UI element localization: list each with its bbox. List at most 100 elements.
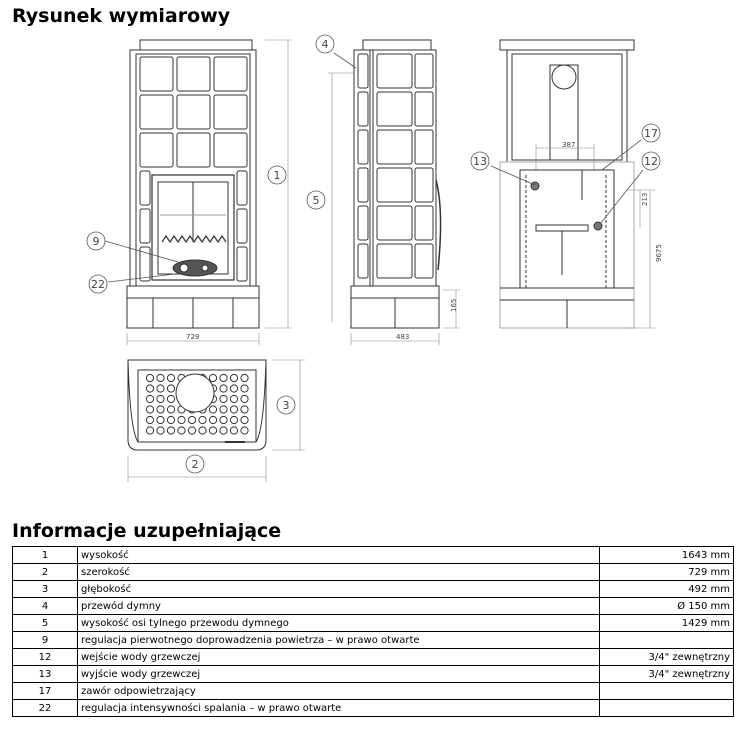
- callout-1-circle: [267, 165, 287, 185]
- tile: [414, 205, 434, 241]
- grate-dot: [156, 405, 165, 414]
- tile: [236, 170, 248, 206]
- callout-12: 12: [644, 155, 658, 168]
- callout-4: 4: [322, 38, 329, 51]
- grate-dot: [145, 426, 155, 435]
- tile: [176, 132, 211, 168]
- tile: [139, 170, 151, 206]
- grate-dot: [166, 384, 176, 393]
- grate-dot: [229, 426, 239, 435]
- tile: [176, 56, 211, 92]
- front-view: 729: [104, 39, 292, 345]
- row-label: wysokość: [76, 546, 601, 564]
- grate-dot: [219, 426, 228, 435]
- front-tiles: [139, 56, 248, 282]
- row-value: 3/4" zewnętrzny: [599, 648, 734, 666]
- dim-depth: 483: [396, 333, 409, 341]
- grate-dot: [177, 426, 186, 435]
- grate-dot: [145, 415, 155, 425]
- tile: [213, 132, 248, 168]
- side-tiles: [357, 53, 434, 279]
- callout-22: 22: [91, 278, 105, 291]
- callout-13-circle: [470, 151, 490, 171]
- dim-pipe-spacing: 387: [562, 141, 575, 149]
- tile: [357, 243, 369, 279]
- grate-dot: [145, 384, 155, 393]
- row-number: 13: [12, 665, 78, 683]
- callout-5: 5: [313, 194, 320, 207]
- callout-22-circle: [88, 274, 108, 294]
- side-view: 483 165: [328, 39, 460, 345]
- drawing-heading: Rysunek wymiarowy: [12, 5, 231, 27]
- row-label: wyjście wody grzewczej: [76, 665, 601, 683]
- row-number: 3: [12, 580, 78, 598]
- callout-17: 17: [644, 127, 658, 140]
- row-value: 3/4" zewnętrzny: [599, 665, 734, 683]
- grate-dot: [219, 373, 228, 383]
- tile: [213, 94, 248, 130]
- row-number: 17: [12, 682, 78, 700]
- tile: [236, 246, 248, 282]
- callout-3-circle: [276, 395, 296, 415]
- grate-dot: [229, 384, 239, 393]
- tile: [376, 53, 413, 89]
- grate-dot: [208, 426, 218, 435]
- row-value: 729 mm: [599, 563, 734, 581]
- dim-right-height: 9675: [655, 244, 663, 262]
- callout-13: 13: [473, 155, 487, 168]
- tile: [213, 56, 248, 92]
- grate-dot: [240, 373, 249, 383]
- tile: [414, 53, 434, 89]
- tile: [376, 129, 413, 165]
- callout-2: 2: [192, 458, 199, 471]
- callout-labels: 1 2 3 4 5 9 12 13 17 22: [91, 38, 658, 471]
- tile: [376, 91, 413, 127]
- tile: [139, 132, 174, 168]
- row-label: przewód dymny: [76, 597, 601, 615]
- tile: [357, 91, 369, 127]
- tile: [357, 167, 369, 203]
- tile: [139, 56, 174, 92]
- tile: [176, 94, 211, 130]
- grate-dot: [187, 426, 197, 435]
- row-number: 1: [12, 546, 78, 564]
- grate-dot: [219, 415, 228, 425]
- row-label: regulacja intensywności spalania – w pra…: [76, 699, 601, 717]
- tile: [414, 91, 434, 127]
- row-value: Ø 150 mm: [599, 597, 734, 615]
- tile: [139, 94, 174, 130]
- dim-width: 729: [186, 333, 199, 341]
- grate-dot: [208, 373, 218, 383]
- grate-dot: [145, 394, 155, 404]
- grate-dot: [156, 384, 165, 393]
- row-number: 22: [12, 699, 78, 717]
- callout-9: 9: [93, 235, 100, 248]
- row-number: 2: [12, 563, 78, 581]
- row-value: [599, 699, 734, 717]
- grate-dot: [240, 394, 249, 404]
- row-label: głębokość: [76, 580, 601, 598]
- grate-dot: [198, 426, 207, 435]
- dimensional-drawing: 729 483 165: [86, 34, 663, 482]
- grate-dot: [219, 394, 228, 404]
- row-value: 1429 mm: [599, 614, 734, 632]
- tile: [376, 243, 413, 279]
- row-value: [599, 682, 734, 700]
- row-label: zawór odpowietrzający: [76, 682, 601, 700]
- tile: [139, 208, 151, 244]
- grate-dot: [229, 405, 239, 414]
- row-label: wejście wody grzewczej: [76, 648, 601, 666]
- callout-1: 1: [274, 169, 281, 182]
- grate-dot: [145, 373, 155, 383]
- tile: [139, 246, 151, 282]
- tile: [357, 205, 369, 241]
- row-label: szerokość: [76, 563, 601, 581]
- row-number: 12: [12, 648, 78, 666]
- grate-dot: [240, 426, 249, 435]
